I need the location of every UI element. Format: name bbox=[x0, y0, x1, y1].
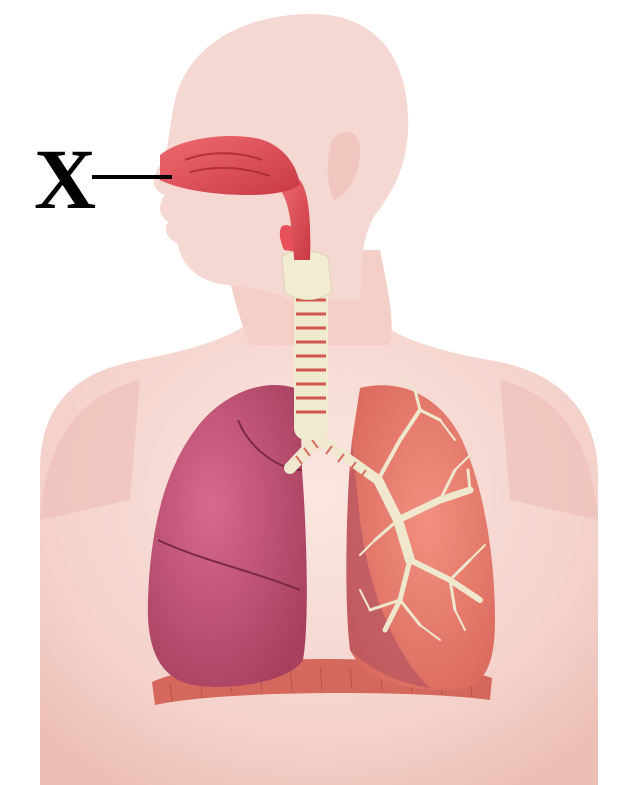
trachea bbox=[294, 280, 328, 440]
label-x: X bbox=[34, 131, 96, 227]
